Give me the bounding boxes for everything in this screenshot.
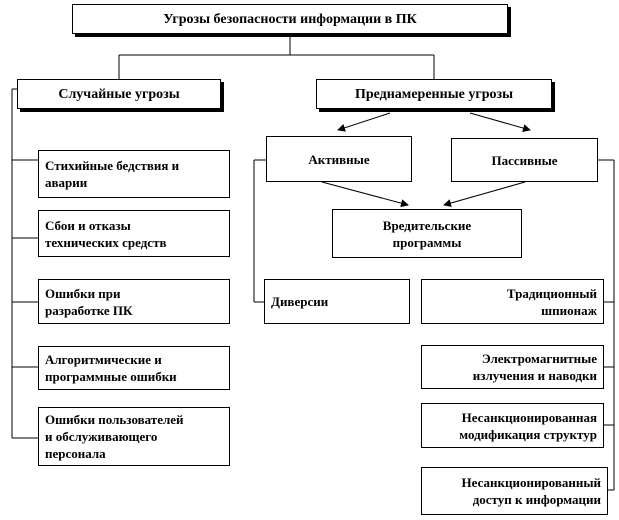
algorithmic-errors-box: Алгоритмические и программные ошибки: [38, 346, 230, 390]
accidental-threats-box: Случайные угрозы: [17, 79, 221, 109]
espionage-box: Традиционный шпионаж: [421, 279, 604, 324]
unauthorized-access-box: Несанкционированный доступ к информации: [421, 467, 608, 515]
root-threats-box: Угрозы безопасности информации в ПК: [72, 4, 508, 34]
electromagnetic-box: Электромагнитные излучения и наводки: [421, 345, 604, 389]
diversions-box: Диверсии: [264, 279, 410, 324]
structure-modification-box: Несанкционированная модификация структур: [421, 403, 604, 448]
user-errors-box: Ошибки пользователей и обслуживающего пе…: [38, 407, 230, 466]
development-errors-box: Ошибки при разработке ПК: [38, 279, 230, 324]
natural-disasters-box: Стихийные бедствия и аварии: [38, 150, 230, 198]
intentional-threats-box: Преднамеренные угрозы: [316, 79, 552, 109]
passive-threats-box: Пассивные: [451, 138, 598, 182]
malware-box: Вредительские программы: [332, 209, 522, 258]
hardware-failures-box: Сбои и отказы технических средств: [38, 210, 230, 257]
active-threats-box: Активные: [266, 136, 412, 182]
